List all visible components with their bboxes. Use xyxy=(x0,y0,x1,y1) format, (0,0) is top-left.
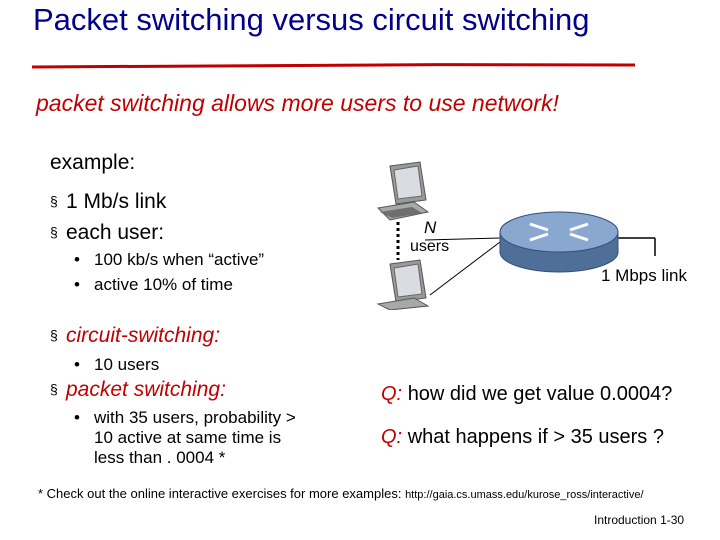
dot-icon: • xyxy=(74,250,80,269)
bullet-icon: § xyxy=(50,193,58,209)
bullet-icon: § xyxy=(50,381,58,397)
question-2: Q: what happens if > 35 users ? xyxy=(381,426,664,448)
bullet-icon: § xyxy=(50,327,58,343)
bullet-item: §1 Mb/s link xyxy=(50,190,167,213)
computer-icon xyxy=(376,259,430,310)
question-1: Q: how did we get value 0.0004? xyxy=(381,383,673,405)
slide-number: Introduction 1-30 xyxy=(594,513,685,527)
router-icon xyxy=(499,211,619,273)
sub-bullet-item: •10 users xyxy=(74,355,160,374)
computer-icon xyxy=(376,161,430,221)
dot-icon: • xyxy=(74,408,80,427)
circuit-switching-bullet: §circuit-switching: xyxy=(50,324,221,347)
network-diagram xyxy=(376,161,656,310)
sub-bullet-item: •100 kb/s when “active” xyxy=(74,250,265,269)
bullet-icon: § xyxy=(50,224,58,240)
n-label: N xyxy=(424,218,437,237)
bullet-item: §each user: xyxy=(50,221,165,244)
sub-bullet-item: •with 35 users, probability > 10 active … xyxy=(74,408,296,467)
example-label: example: xyxy=(50,151,136,174)
users-label: users xyxy=(410,238,450,255)
dot-icon: • xyxy=(74,355,80,374)
packet-switching-bullet: §packet switching: xyxy=(50,378,226,401)
title-underline xyxy=(31,63,636,69)
sub-bullet-item: •active 10% of time xyxy=(74,275,233,294)
slide-subtitle: packet switching allows more users to us… xyxy=(36,90,559,116)
dot-icon: • xyxy=(74,275,80,294)
footnote: * Check out the online interactive exerc… xyxy=(38,486,644,501)
slide-title: Packet switching versus circuit switchin… xyxy=(33,2,590,37)
link-label: 1 Mbps link xyxy=(601,266,687,285)
footnote-link[interactable]: http://gaia.cs.umass.edu/kurose_ross/int… xyxy=(405,489,644,501)
